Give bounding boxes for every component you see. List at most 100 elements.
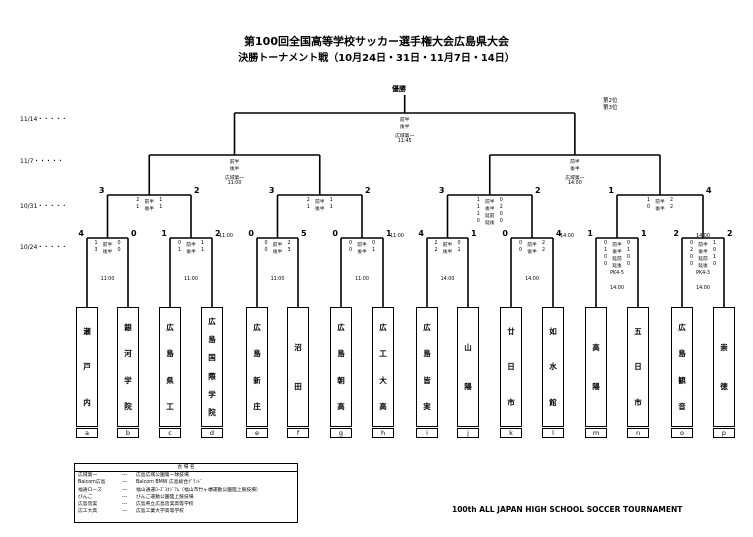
round1-kickoff-time: 11:00 <box>355 277 369 282</box>
round1-match-left-period-score: 0 <box>603 241 607 246</box>
round1-match-right-period-score: 1 <box>372 248 376 253</box>
team-name-char: 崇 <box>720 343 728 352</box>
venue-short-name: びんご <box>78 494 93 500</box>
venue-short-name: 広域第一 <box>78 473 98 479</box>
team-name-char: 島 <box>678 349 686 359</box>
round2-match-left-period-score: 0 <box>476 219 480 224</box>
round1-match-right-period-score: 0 <box>627 241 631 246</box>
semifinal-match-period-label: 後半 <box>570 167 580 172</box>
venue-separator: --- <box>122 494 128 500</box>
venue-separator: --- <box>122 502 128 508</box>
team-letter: i <box>416 428 438 438</box>
round1-match-left-period-score: 0 <box>689 255 693 260</box>
team-name-char: 日 <box>634 362 642 372</box>
round1-match-left-period-score: 0 <box>264 241 268 246</box>
round1-match-period-label: 前半 <box>527 243 537 248</box>
round2-match-period-label: 前半 <box>144 200 155 205</box>
round1-match-right-score: 1 <box>386 229 392 238</box>
round2-kickoff-time: 11:00 <box>219 234 233 239</box>
round2-match-right-score: 2 <box>535 186 541 195</box>
round1-kickoff-time: 14:00 <box>525 277 539 282</box>
venue-short-name: 広島皆実 <box>78 502 98 508</box>
round1-match-right-period-score: 1 <box>457 248 461 253</box>
team-name-char: 高 <box>592 343 600 352</box>
team-name-char: 県 <box>166 375 174 385</box>
final-match-period-label: 後半 <box>399 125 410 130</box>
team-name-char: 広 <box>166 322 174 332</box>
team-letter: l <box>542 428 564 438</box>
round2-match-right-period-score: 2 <box>670 198 674 203</box>
semifinal-kickoff-time: 11:00 <box>227 181 242 186</box>
team-name-char: 広 <box>208 316 216 326</box>
round1-match-left-score: 4 <box>78 229 84 238</box>
team-name-char: 市 <box>507 397 515 407</box>
venue-legend-row: 広工大高---広島工業大学高等学校 <box>75 508 297 515</box>
team-name-char: 実 <box>423 402 431 412</box>
round2-match-left-period-score: 1 <box>136 205 140 210</box>
semifinal-match-period-label: 後半 <box>229 167 240 172</box>
round2-match-right-period-score: 1 <box>329 205 333 210</box>
team-name-char: 広 <box>678 322 686 332</box>
team-name-char: 院 <box>208 408 216 418</box>
round1-match-right-period-score: 3 <box>287 248 291 253</box>
date-semifinal: 11/7・・・・・ <box>20 158 64 165</box>
venue-full-name: Balcom BMW 広島総合ｸﾞﾗﾝﾄﾞ <box>136 480 203 486</box>
team-name-char: 田 <box>294 382 302 391</box>
page-subtitle: 決勝トーナメント戦（10月24日・31日・11月7日・14日） <box>238 53 515 64</box>
round1-match-right-score: 2 <box>215 229 221 238</box>
team-name-char: 市 <box>634 397 642 407</box>
team-letter: n <box>627 428 649 438</box>
round2-kickoff-time: 11:00 <box>390 234 404 239</box>
round1-match-penalty-result: PK4-3 <box>696 271 710 276</box>
round1-match-period-label: 前半 <box>272 243 283 248</box>
round2-match-left-period-score: 1 <box>646 198 650 203</box>
team-name-box: 五日市 <box>627 307 649 427</box>
round1-match-period-label: 延前 <box>698 257 708 262</box>
round1-match-left-score: 0 <box>248 229 254 238</box>
team-name-char: 水 <box>549 362 557 372</box>
venue-full-name: びんご運動公園陸上競技場 <box>136 494 194 500</box>
runner-up-label: 第2位 <box>603 98 618 104</box>
venue-legend-row: びんご --- びんご運動公園陸上競技場 <box>75 494 297 501</box>
round2-match-right-period-score: 1 <box>159 198 163 203</box>
team-name-box: 広島県工 <box>159 307 181 427</box>
round1-match-left-score: 1 <box>587 229 593 238</box>
round1-match-right-score: 4 <box>556 229 562 238</box>
team-name-char: 五 <box>634 327 642 337</box>
round1-match-period-label: 後半 <box>102 250 113 255</box>
venue-legend-row: Balcom広島---Balcom BMW 広島総合ｸﾞﾗﾝﾄﾞ <box>75 479 297 486</box>
team-name-box: 山陽 <box>457 307 479 427</box>
team-name-char: 館 <box>549 397 557 407</box>
team-name-box: 広島新庄 <box>246 307 268 427</box>
team-letter: m <box>585 428 607 438</box>
round1-match-left-score: 2 <box>673 229 679 238</box>
round1-match-right-period-score: 0 <box>627 262 631 267</box>
team-name-char: 島 <box>253 349 261 359</box>
round2-match-right-period-score: 0 <box>499 198 503 203</box>
round1-match-right-score: 1 <box>471 229 477 238</box>
round1-kickoff-time: 14:00 <box>440 277 455 282</box>
round1-match-left-period-score: 1 <box>94 241 98 246</box>
round1-match-period-label: 前半 <box>102 243 113 248</box>
champion-label: 優勝 <box>392 85 406 93</box>
team-name-char: 山 <box>464 343 472 352</box>
team-name-char: 学 <box>208 389 216 399</box>
team-name-char: 陽 <box>592 382 600 391</box>
round1-match-left-period-score: 0 <box>603 262 607 267</box>
third-place-label: 第3位 <box>603 105 618 111</box>
page-title: 第100回全国高等学校サッカー選手権大会広島県大会 <box>244 35 509 48</box>
round1-match-right-period-score: 2 <box>287 241 291 246</box>
team-letter: f <box>287 428 309 438</box>
round2-match-left-period-score: 0 <box>646 205 650 210</box>
round1-match-left-period-score: 0 <box>348 241 352 246</box>
team-name-box: 高陽 <box>585 307 607 427</box>
round1-match-period-label: 前半 <box>698 243 708 248</box>
team-letter: d <box>201 428 223 438</box>
round1-match-period-label: 後半 <box>272 250 283 255</box>
round1-kickoff-time: 14:00 <box>610 286 624 291</box>
round2-match-right-period-score: 2 <box>670 205 674 210</box>
round2-match-left-period-score: 1 <box>476 212 480 217</box>
team-name-box: 沼田 <box>287 307 309 427</box>
team-letter: c <box>159 428 181 438</box>
round1-match-penalty-result: PK4-5 <box>610 271 624 276</box>
